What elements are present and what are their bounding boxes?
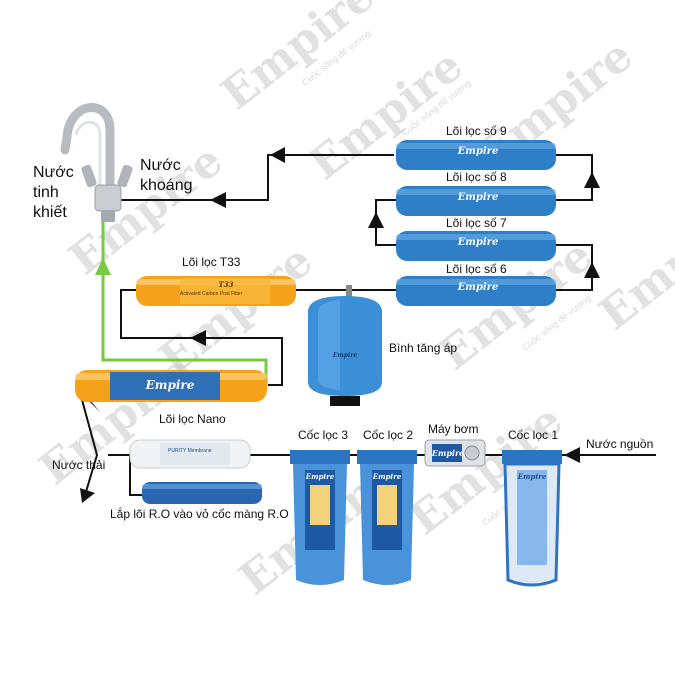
filter-cups bbox=[290, 450, 562, 587]
t33-description: Activated Carbon Post Filter bbox=[180, 291, 243, 297]
arrow-left bbox=[270, 147, 285, 163]
label-filter-8: Lõi lọc số 8 bbox=[446, 170, 507, 184]
filter-6 bbox=[396, 276, 556, 306]
cup-2-brand: Empire bbox=[372, 472, 402, 481]
cup-3 bbox=[290, 450, 350, 585]
arrow-up bbox=[368, 212, 384, 228]
filter-7 bbox=[396, 231, 556, 261]
label-purified-water-1: Nước bbox=[33, 164, 74, 181]
label-waste-water: Nước thải bbox=[52, 458, 106, 472]
filter-7-brand: Empire bbox=[457, 237, 499, 248]
label-cup-1: Cốc lọc 1 bbox=[508, 428, 559, 442]
label-cup-2: Cốc lọc 2 bbox=[363, 428, 414, 442]
pipe-loop-9-8 bbox=[556, 154, 593, 201]
pipe-to-faucet bbox=[120, 154, 394, 201]
ro-brand: PURITY Membrane bbox=[168, 448, 212, 454]
label-pump: Máy bơm bbox=[428, 422, 479, 436]
filter-8 bbox=[396, 186, 556, 216]
arrow-up bbox=[584, 262, 600, 278]
label-filter-t33: Lõi lọc T33 bbox=[182, 255, 241, 269]
filter-t33 bbox=[136, 276, 296, 306]
label-mineral-water-1: Nước bbox=[140, 157, 181, 174]
filter-9 bbox=[396, 140, 556, 170]
pump bbox=[424, 439, 486, 467]
arrow-down-left bbox=[80, 488, 95, 503]
label-ro-note: Lắp lõi R.O vào vỏ cốc màng R.O bbox=[110, 507, 289, 521]
green-arrow-up bbox=[95, 258, 111, 275]
green-purified-line bbox=[101, 222, 268, 385]
filter-9-brand: Empire bbox=[457, 146, 499, 157]
inline-filters bbox=[396, 140, 556, 306]
label-purified-water-3: khiết bbox=[33, 204, 67, 221]
label-nano-filter: Lõi lọc Nano bbox=[159, 412, 226, 426]
pipe-ro bbox=[129, 455, 145, 496]
cup-1-brand: Empire bbox=[517, 472, 547, 481]
label-mineral-water-2: khoáng bbox=[140, 177, 193, 194]
filter-6-brand: Empire bbox=[457, 282, 499, 293]
tank-brand: Empire bbox=[332, 352, 358, 359]
ro-membrane bbox=[142, 482, 262, 504]
label-filter-7: Lõi lọc số 7 bbox=[446, 216, 507, 230]
label-pressure-tank: Bình tăng áp bbox=[389, 341, 458, 355]
pipe-loop-7-6 bbox=[556, 244, 593, 291]
label-filter-6: Lõi lọc số 6 bbox=[446, 262, 507, 276]
nano-brand: Empire bbox=[145, 378, 195, 392]
arrow-left bbox=[564, 447, 580, 463]
pressure-tank bbox=[308, 285, 382, 406]
arrow-up bbox=[584, 172, 600, 188]
filter-8-brand: Empire bbox=[457, 192, 499, 203]
label-filter-9: Lõi lọc số 9 bbox=[446, 124, 507, 138]
faucet bbox=[60, 103, 133, 222]
label-purified-water-2: tinh bbox=[33, 184, 59, 201]
arrow-left bbox=[210, 192, 226, 208]
pipe-waste bbox=[77, 384, 99, 496]
cup-1 bbox=[502, 450, 562, 587]
arrow-left bbox=[190, 330, 206, 346]
filter-nano bbox=[75, 370, 267, 402]
ro-housing bbox=[129, 439, 251, 469]
cup-3-brand: Empire bbox=[305, 472, 335, 481]
label-source-water: Nước nguồn bbox=[586, 437, 654, 451]
label-cup-3: Cốc lọc 3 bbox=[298, 428, 349, 442]
pump-brand: Empire bbox=[431, 448, 465, 458]
cup-2 bbox=[357, 450, 417, 585]
t33-code: T33 bbox=[218, 280, 234, 289]
